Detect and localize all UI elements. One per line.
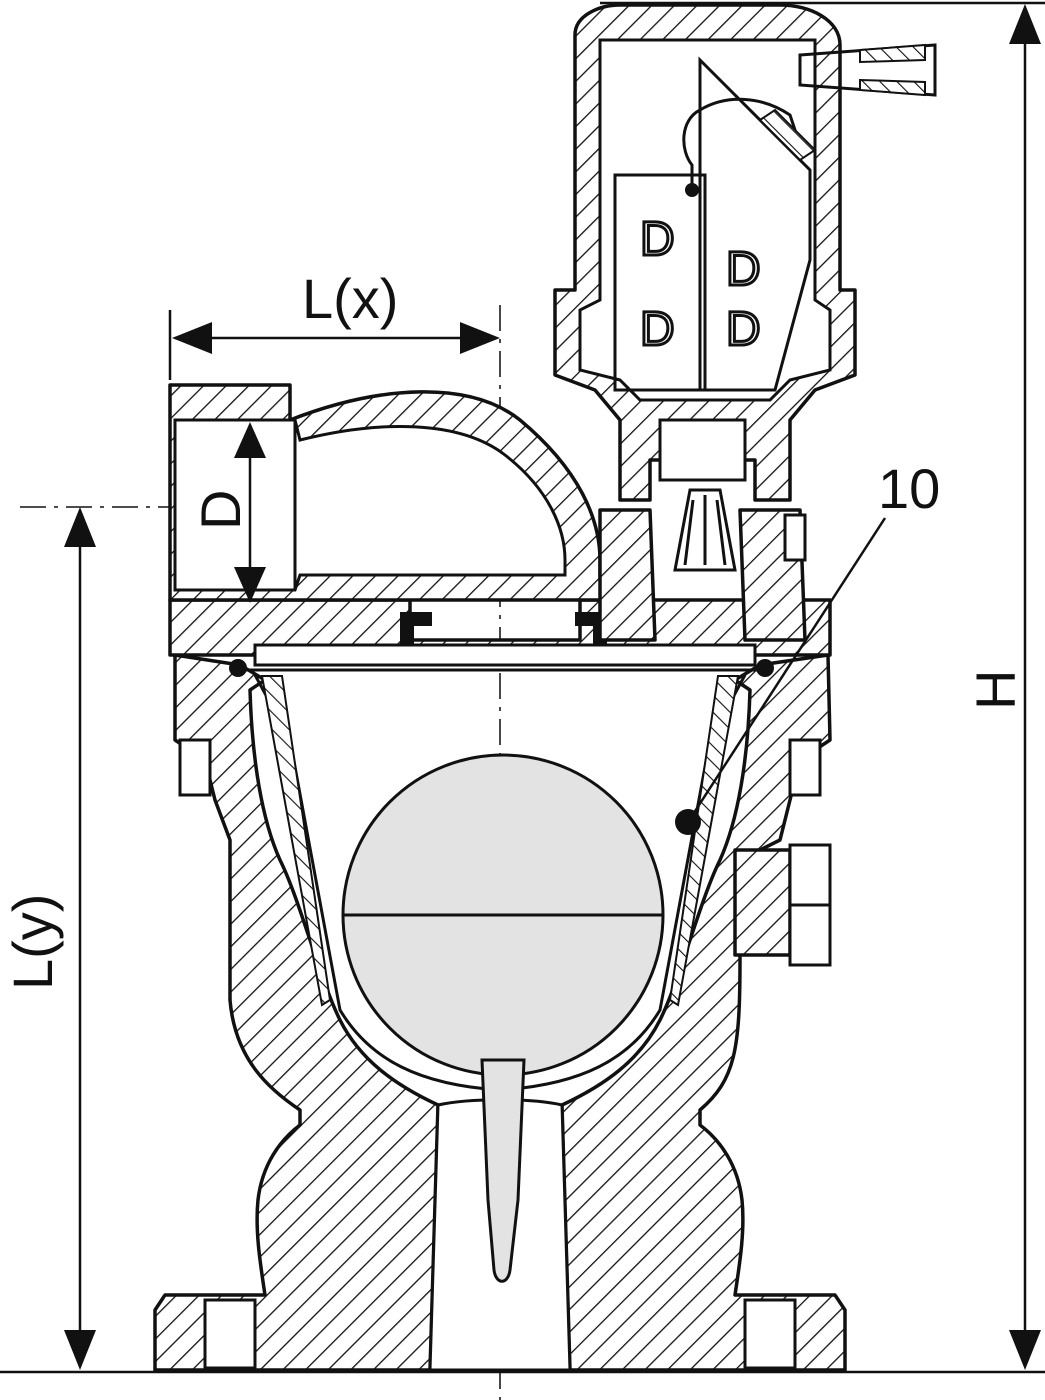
vent-plug-ribs: [683, 495, 727, 566]
gasket-strip: [253, 643, 757, 667]
callout-leader: [686, 517, 887, 823]
cone-wall-right: [668, 675, 740, 1007]
dimension-label-h: H: [964, 670, 1027, 710]
o-ring-right: [756, 659, 774, 677]
callout-dot: [675, 809, 701, 835]
ly-arrow-top: [64, 507, 96, 547]
cone-wall-left: [260, 675, 332, 1007]
dimension-label-lx: L(x): [302, 267, 398, 330]
vent-spring-wire: [682, 97, 802, 190]
dimension-label-ly: L(y): [1, 894, 64, 990]
vent-float-mark-3: D: [726, 243, 761, 296]
drain-plug-boss: [733, 848, 792, 957]
dimension-label-d: D: [189, 490, 252, 530]
vent-float-mark-4: D: [726, 303, 761, 356]
vent-float-mark-2: D: [640, 303, 675, 356]
vent-pivot-dot: [685, 183, 699, 197]
h-arrow-bottom: [1009, 1330, 1041, 1370]
seat-seal-left: [400, 612, 432, 645]
d-arrow-top: [234, 422, 266, 458]
vent-nozzle-thread: [859, 43, 926, 97]
flange-bolt-hole-right: [743, 1298, 797, 1370]
vent-neck-bore: [658, 418, 747, 482]
vent-lever-arm: [758, 108, 817, 162]
lx-arrow-right: [460, 322, 500, 354]
float-stem: [480, 1058, 526, 1283]
d-arrow-bottom: [234, 567, 266, 603]
h-arrow-top: [1009, 4, 1041, 44]
bolt-left: [178, 738, 212, 797]
o-ring-left: [229, 659, 247, 677]
elbow-bore: [173, 418, 567, 592]
vent-mount-nut: [783, 513, 807, 562]
flange-bolt-hole-left: [203, 1298, 257, 1370]
ly-arrow-bottom: [64, 1330, 96, 1370]
vent-float-mark-1: D: [640, 213, 675, 266]
bolt-right: [788, 738, 822, 797]
callout-label-10: 10: [878, 457, 940, 520]
lx-arrow-left: [172, 322, 212, 354]
